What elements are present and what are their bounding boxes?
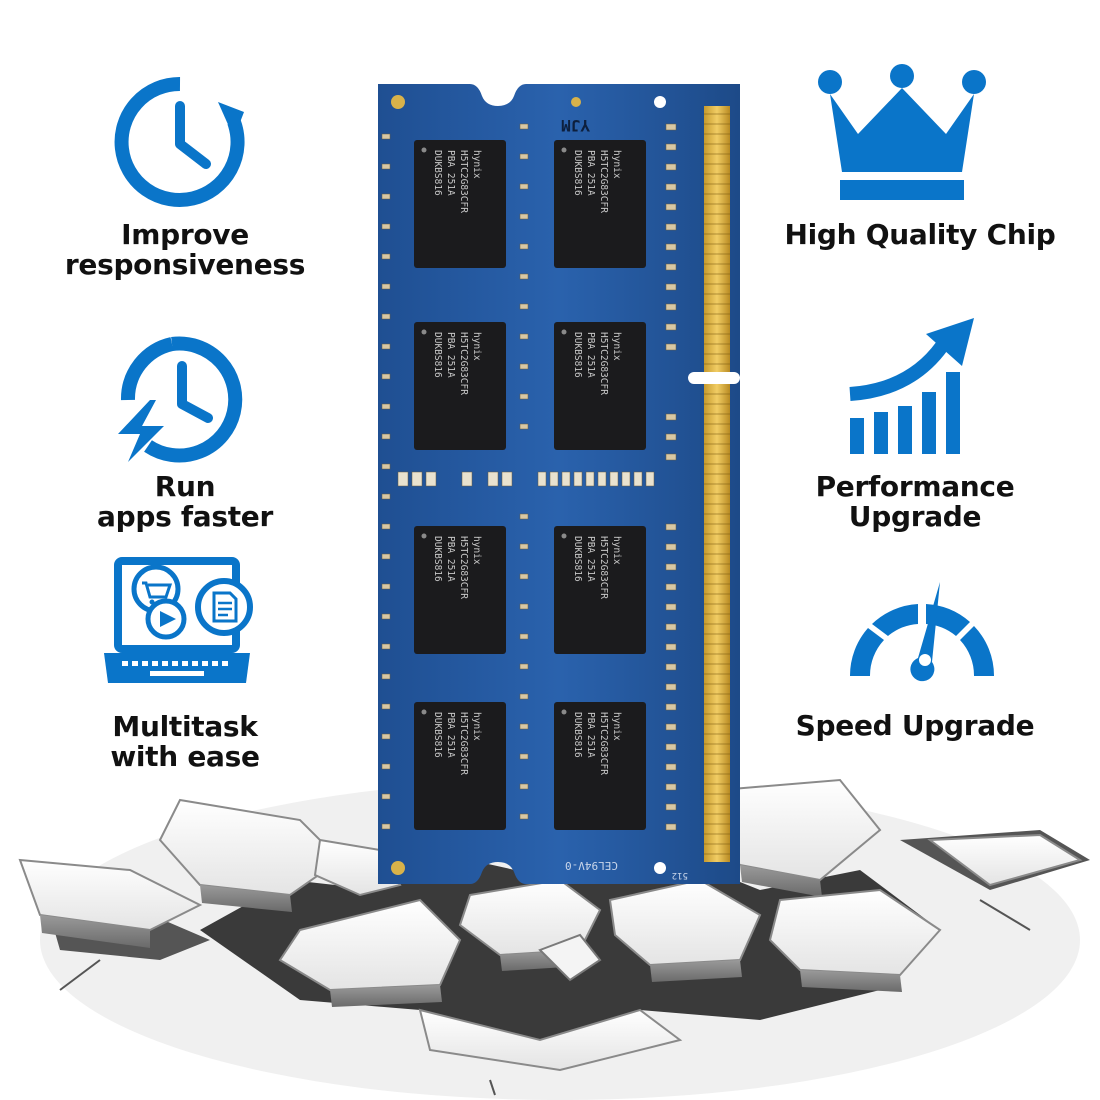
feature-label-line: Run	[154, 470, 216, 503]
memory-chip: hynixH5TC2G83CFRPBA 251ADUKBS816	[554, 702, 646, 830]
module-cert-label: CEL94V-0	[565, 859, 618, 872]
chip-marking: hynixH5TC2G83CFRPBA 251ADUKBS816	[572, 712, 622, 775]
memory-chip: hynixH5TC2G83CFRPBA 251ADUKBS816	[554, 526, 646, 654]
module-pin-label: 512	[672, 870, 688, 880]
feature-label-line: with ease	[110, 740, 260, 773]
chip-marking: hynixH5TC2G83CFRPBA 251ADUKBS816	[572, 150, 622, 213]
memory-chip: hynixH5TC2G83CFRPBA 251ADUKBS816	[414, 140, 506, 268]
feature-label-line: responsiveness	[64, 248, 306, 281]
chip-marking: hynixH5TC2G83CFRPBA 251ADUKBS816	[432, 536, 482, 599]
feature-label-line: Improve	[121, 218, 249, 251]
feature-run-apps-faster: Run apps faster	[60, 472, 310, 532]
chip-marking: hynixH5TC2G83CFRPBA 251ADUKBS816	[432, 150, 482, 213]
clock-refresh-icon	[114, 76, 245, 207]
chip-marking: hynixH5TC2G83CFRPBA 251ADUKBS816	[432, 712, 482, 775]
speedometer-icon	[849, 582, 995, 682]
crown-icon	[818, 64, 986, 200]
memory-chip: hynixH5TC2G83CFRPBA 251ADUKBS816	[414, 526, 506, 654]
feature-speed-upgrade: Speed Upgrade	[770, 711, 1060, 741]
memory-chip: hynixH5TC2G83CFRPBA 251ADUKBS816	[554, 140, 646, 268]
feature-label-line: High Quality Chip	[784, 218, 1056, 251]
chip-marking: hynixH5TC2G83CFRPBA 251ADUKBS816	[432, 332, 482, 395]
memory-chip: hynixH5TC2G83CFRPBA 251ADUKBS816	[414, 322, 506, 450]
feature-label-line: Speed Upgrade	[795, 709, 1035, 742]
ram-module-image: YJM CEL94V-0 512 hynixH5TC2G83CFRPBA 251…	[378, 84, 740, 884]
feature-multitask-with-ease: Multitask with ease	[60, 712, 310, 772]
chip-marking: hynixH5TC2G83CFRPBA 251ADUKBS816	[572, 536, 622, 599]
feature-label-line: Performance	[815, 470, 1015, 503]
memory-chip: hynixH5TC2G83CFRPBA 251ADUKBS816	[554, 322, 646, 450]
growth-chart-icon	[849, 318, 974, 454]
feature-performance-upgrade: Performance Upgrade	[770, 472, 1060, 532]
lightning-clock-icon	[118, 336, 243, 463]
feature-label-line: apps faster	[96, 500, 274, 533]
memory-chip: hynixH5TC2G83CFRPBA 251ADUKBS816	[414, 702, 506, 830]
feature-label-line: Upgrade	[848, 500, 982, 533]
chip-marking: hynixH5TC2G83CFRPBA 251ADUKBS816	[572, 332, 622, 395]
feature-improve-responsiveness: Improve responsiveness	[60, 220, 310, 280]
feature-high-quality-chip: High Quality Chip	[770, 220, 1070, 250]
module-brand-label: YJM	[561, 116, 590, 135]
laptop-multitask-icon	[104, 557, 253, 683]
feature-label-line: Multitask	[112, 710, 258, 743]
